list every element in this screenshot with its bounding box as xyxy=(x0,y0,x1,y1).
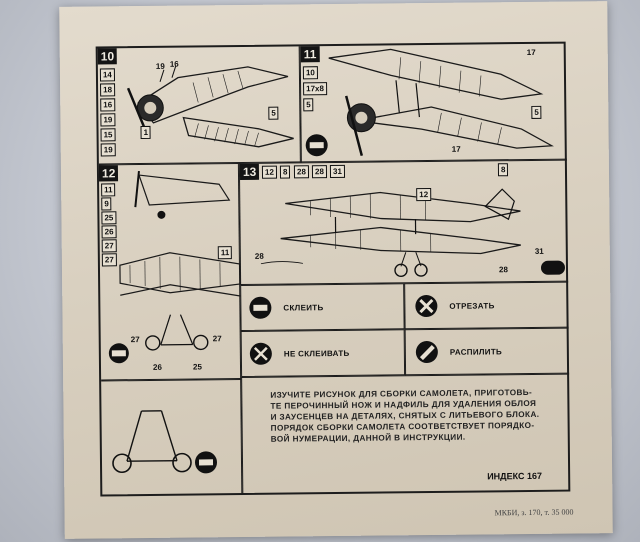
file-icon-mark xyxy=(419,345,435,361)
step-12-landing-gear-drawing xyxy=(108,170,241,364)
callout-label: 26 xyxy=(152,362,162,372)
wheel-assembly-panel xyxy=(101,378,243,497)
glue-icon-bar xyxy=(253,304,268,311)
step-11-panel: 11 10 17x8 5 xyxy=(299,43,567,163)
cut-icon-mark xyxy=(419,298,434,314)
callout-label: 31 xyxy=(534,246,544,256)
instruction-sheet: 10 14 18 16 19 15 19 xyxy=(59,1,613,539)
step-13-biplane-drawing xyxy=(260,188,565,278)
callout-label: 1 xyxy=(140,125,152,140)
legend-no-glue-label: НЕ СКЛЕИВАТЬ xyxy=(283,348,350,359)
legend-cut-label: ОТРЕЗАТЬ xyxy=(449,301,495,311)
callout-label: 16 xyxy=(169,59,179,69)
instructions-panel: ИЗУЧИТЕ РИСУНОК ДЛЯ СБОРКИ САМОЛЕТА, ПРИ… xyxy=(241,373,571,495)
callout-label: 27 xyxy=(212,334,222,344)
callout-label: 12 xyxy=(416,188,432,202)
step-10-airplane-drawing xyxy=(126,65,294,148)
legend-glue-label: СКЛЕИТЬ xyxy=(283,303,324,313)
step-11-biplane-drawing xyxy=(305,48,554,157)
legend-glue-panel: СКЛЕИТЬ xyxy=(240,283,405,332)
step-10-panel: 10 14 18 16 19 15 19 xyxy=(97,46,301,165)
legend-cut-panel: ОТРЕЗАТЬ xyxy=(404,281,569,330)
callout-label: 11 xyxy=(217,246,233,260)
callout-label: 5 xyxy=(531,105,542,119)
step-12-panel: 12 11 9 25 26 27 27 xyxy=(98,163,242,381)
legend-file-label: РАСПИЛИТЬ xyxy=(449,347,503,357)
callout-label: 28 xyxy=(498,265,508,275)
instructions-line: ВОЙ НУМЕРАЦИИ, ДАННОЙ В ИНСТРУКЦИИ. xyxy=(270,432,466,444)
callout-label: 5 xyxy=(268,106,279,120)
callout-label: 8 xyxy=(497,163,509,177)
callout-label: 19 xyxy=(155,61,165,71)
callout-label: 28 xyxy=(254,251,264,261)
printer-imprint: МКБИ, з. 170, т. 35 000 xyxy=(494,507,574,518)
wheel-assembly-drawing xyxy=(112,410,218,474)
legend-no-glue-panel: НЕ СКЛЕИВАТЬ xyxy=(240,329,406,377)
kit-index: ИНДЕКС 167 xyxy=(487,470,543,482)
callout-label: 17 xyxy=(526,47,536,57)
step-13-panel: 13 12 8 28 28 31 xyxy=(238,159,569,286)
callout-label: 25 xyxy=(192,362,202,372)
instructions-text: ИЗУЧИТЕ РИСУНОК ДЛЯ СБОРКИ САМОЛЕТА, ПРИ… xyxy=(270,387,539,445)
callout-label: 27 xyxy=(130,335,140,345)
no-glue-icon-mark xyxy=(253,346,268,361)
legend-file-panel: РАСПИЛИТЬ xyxy=(404,327,570,376)
callout-label: 17 xyxy=(451,144,461,154)
instruction-frame: 10 14 18 16 19 15 19 xyxy=(95,41,571,497)
